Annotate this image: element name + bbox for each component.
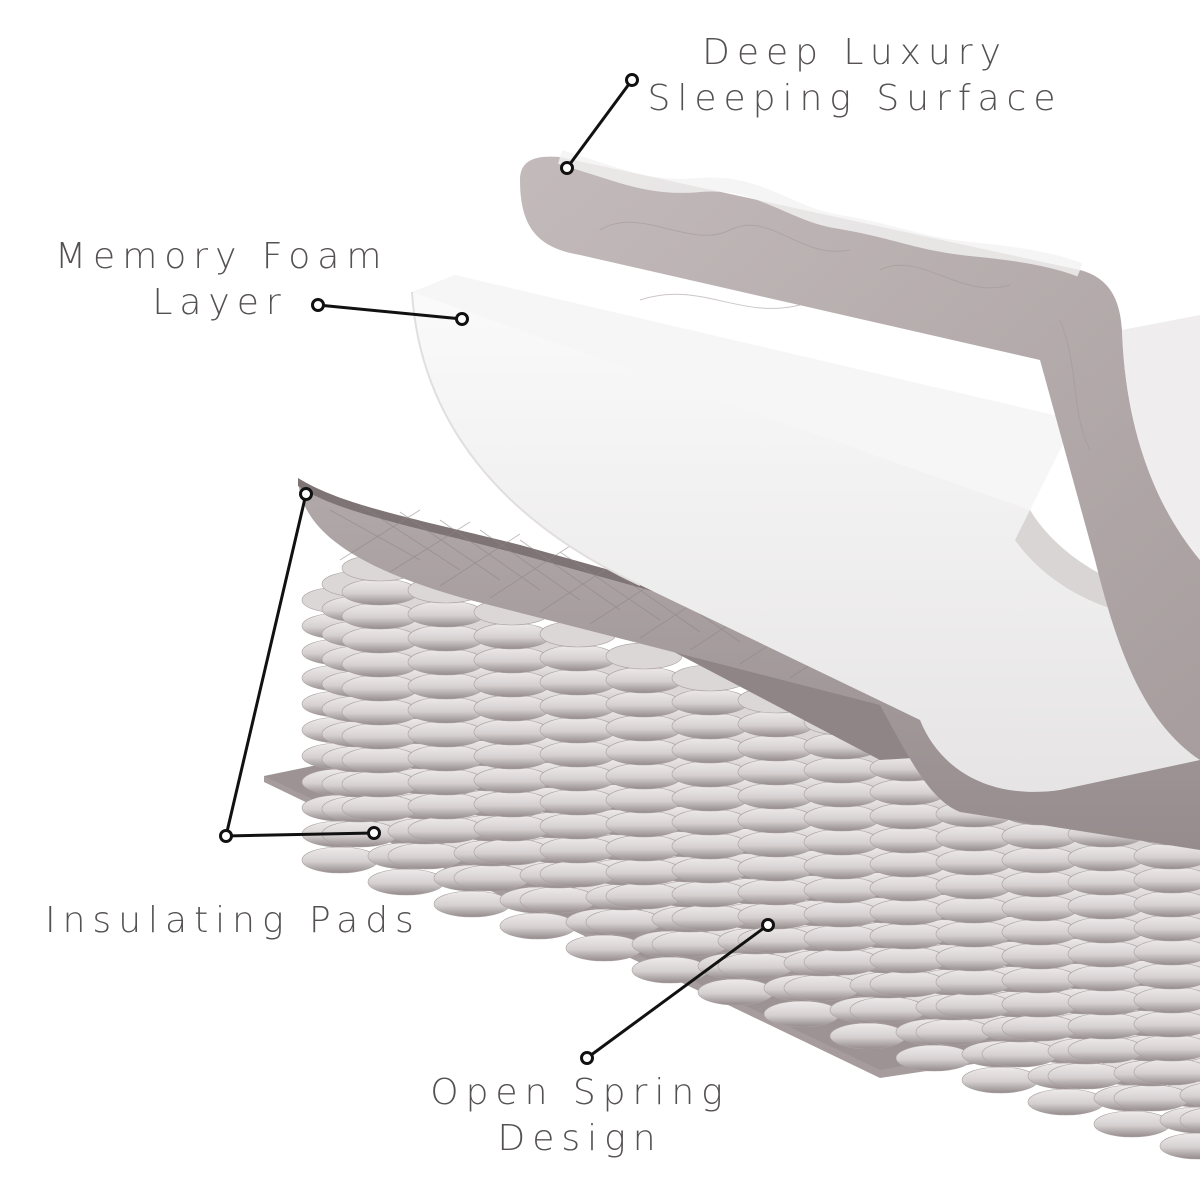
- spring-coil: [803, 708, 881, 976]
- label-line: Memory Foam: [55, 236, 389, 277]
- leader-endpoints: [219, 73, 775, 1065]
- spring-coil: [407, 576, 485, 844]
- label-line: Insulating Pads: [45, 900, 421, 941]
- memory-foam-layer: [411, 275, 1200, 792]
- spring-coil: [1133, 818, 1200, 1086]
- open-spring-design-label: Open Spring Design: [430, 1070, 730, 1162]
- insulating-pads-label: Insulating Pads: [45, 898, 421, 944]
- spring-coil: [737, 686, 815, 954]
- label-line: Open Spring: [430, 1072, 730, 1113]
- label-line: Design: [497, 1118, 663, 1159]
- spring-coil: [341, 554, 419, 822]
- spring-coil: [539, 620, 617, 888]
- deep-luxury-sleeping-surface-label: Deep Luxury Sleeping Surface: [640, 30, 1070, 122]
- open-spring-unit: [301, 554, 1200, 1160]
- label-line: Deep Luxury: [702, 32, 1008, 73]
- spring-coil: [605, 642, 683, 910]
- label-line: Layer: [152, 282, 288, 323]
- label-line: Sleeping Surface: [647, 78, 1063, 119]
- spring-coil: [671, 664, 749, 932]
- sleeping-surface-cover: [520, 150, 1200, 760]
- spring-coil: [473, 598, 551, 866]
- memory-foam-layer-label: Memory Foam Layer: [55, 234, 385, 326]
